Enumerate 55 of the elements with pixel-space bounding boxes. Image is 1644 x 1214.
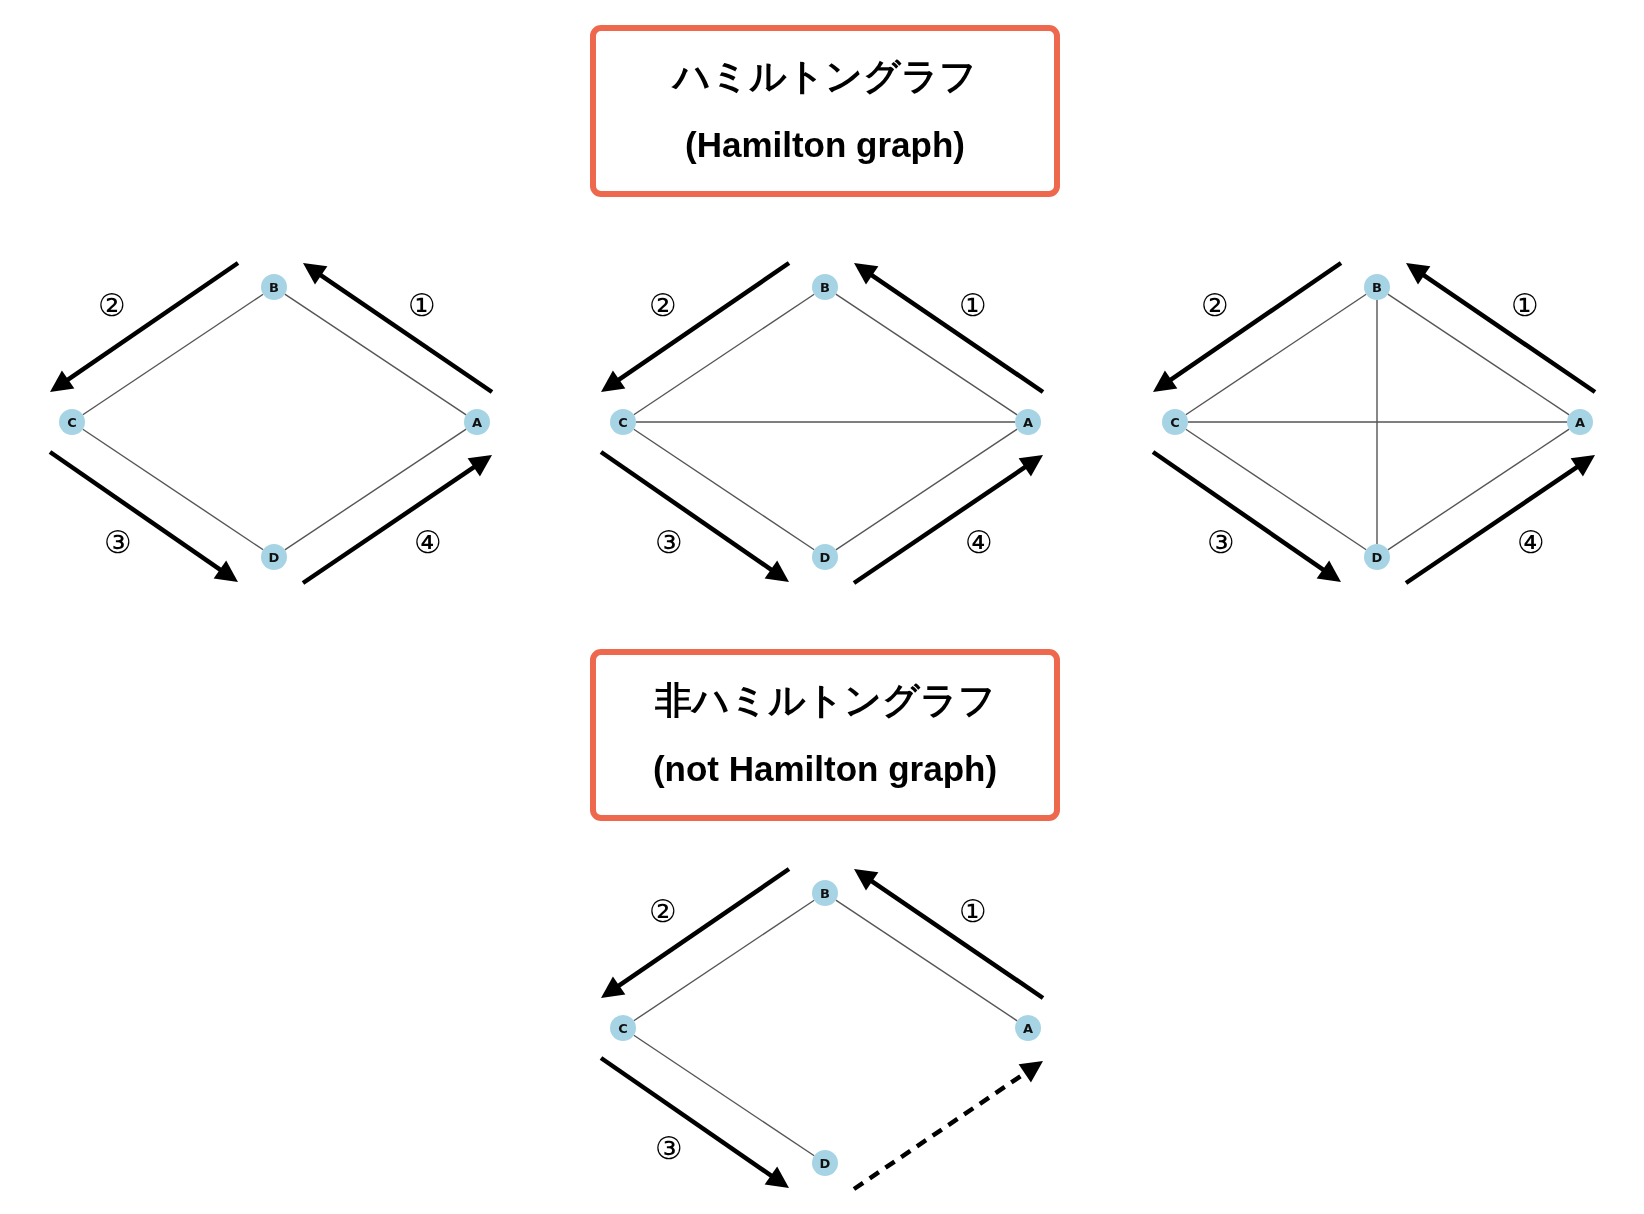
- vertex-node: C: [1162, 409, 1188, 435]
- vertex-node: D: [812, 1150, 838, 1176]
- vertex-node: B: [812, 274, 838, 300]
- step-number: ①: [408, 288, 436, 322]
- edge-line: [1185, 293, 1367, 416]
- step-number: ②: [98, 288, 126, 322]
- title-text: ハミルトングラフ: [673, 55, 977, 99]
- vertex-node: C: [610, 1015, 636, 1041]
- edge-line: [82, 428, 264, 551]
- vertex-node: D: [1364, 544, 1390, 570]
- edge-line: [1387, 428, 1570, 551]
- vertex-node: A: [1015, 1015, 1041, 1041]
- vertex-node: C: [59, 409, 85, 435]
- step-number: ③: [104, 525, 132, 559]
- step-number: ①: [959, 894, 987, 928]
- vertex-node: D: [261, 544, 287, 570]
- step-number: ④: [414, 525, 442, 559]
- title-panel: [590, 25, 1060, 197]
- step-number: ③: [655, 1131, 683, 1165]
- edge-line: [284, 293, 467, 416]
- edge-line: [633, 1034, 815, 1157]
- vertex-node: B: [261, 274, 287, 300]
- vertex-node: C: [610, 409, 636, 435]
- step-number: ④: [965, 525, 993, 559]
- step-number: ①: [1511, 288, 1539, 322]
- edge-line: [82, 293, 264, 416]
- edge-line: [835, 428, 1018, 551]
- edge-line: [284, 428, 467, 551]
- vertex-node: B: [812, 880, 838, 906]
- edge-line: [633, 293, 815, 416]
- subtitle-text: (not Hamilton graph): [652, 748, 998, 790]
- edge-line: [633, 899, 815, 1022]
- edge-line: [633, 428, 815, 551]
- vertex-node: B: [1364, 274, 1390, 300]
- edge-line: [835, 293, 1018, 416]
- edge-line: [1187, 421, 1568, 423]
- title-text: 非ハミルトングラフ: [654, 679, 996, 723]
- edge-line: [835, 899, 1018, 1022]
- step-number: ④: [1517, 525, 1545, 559]
- vertex-node: A: [1015, 409, 1041, 435]
- step-number: ①: [959, 288, 987, 322]
- edge-line: [1387, 293, 1570, 416]
- vertex-node: A: [1567, 409, 1593, 435]
- edge-line: [1185, 428, 1367, 551]
- step-number: ③: [655, 525, 683, 559]
- edge-line: [1376, 299, 1378, 545]
- edge-line: [635, 421, 1016, 423]
- step-number: ②: [1201, 288, 1229, 322]
- title-panel: [590, 649, 1060, 821]
- vertex-node: D: [812, 544, 838, 570]
- step-number: ③: [1207, 525, 1235, 559]
- subtitle-text: (Hamilton graph): [685, 124, 965, 166]
- vertex-node: A: [464, 409, 490, 435]
- step-number: ②: [649, 288, 677, 322]
- step-number: ②: [649, 894, 677, 928]
